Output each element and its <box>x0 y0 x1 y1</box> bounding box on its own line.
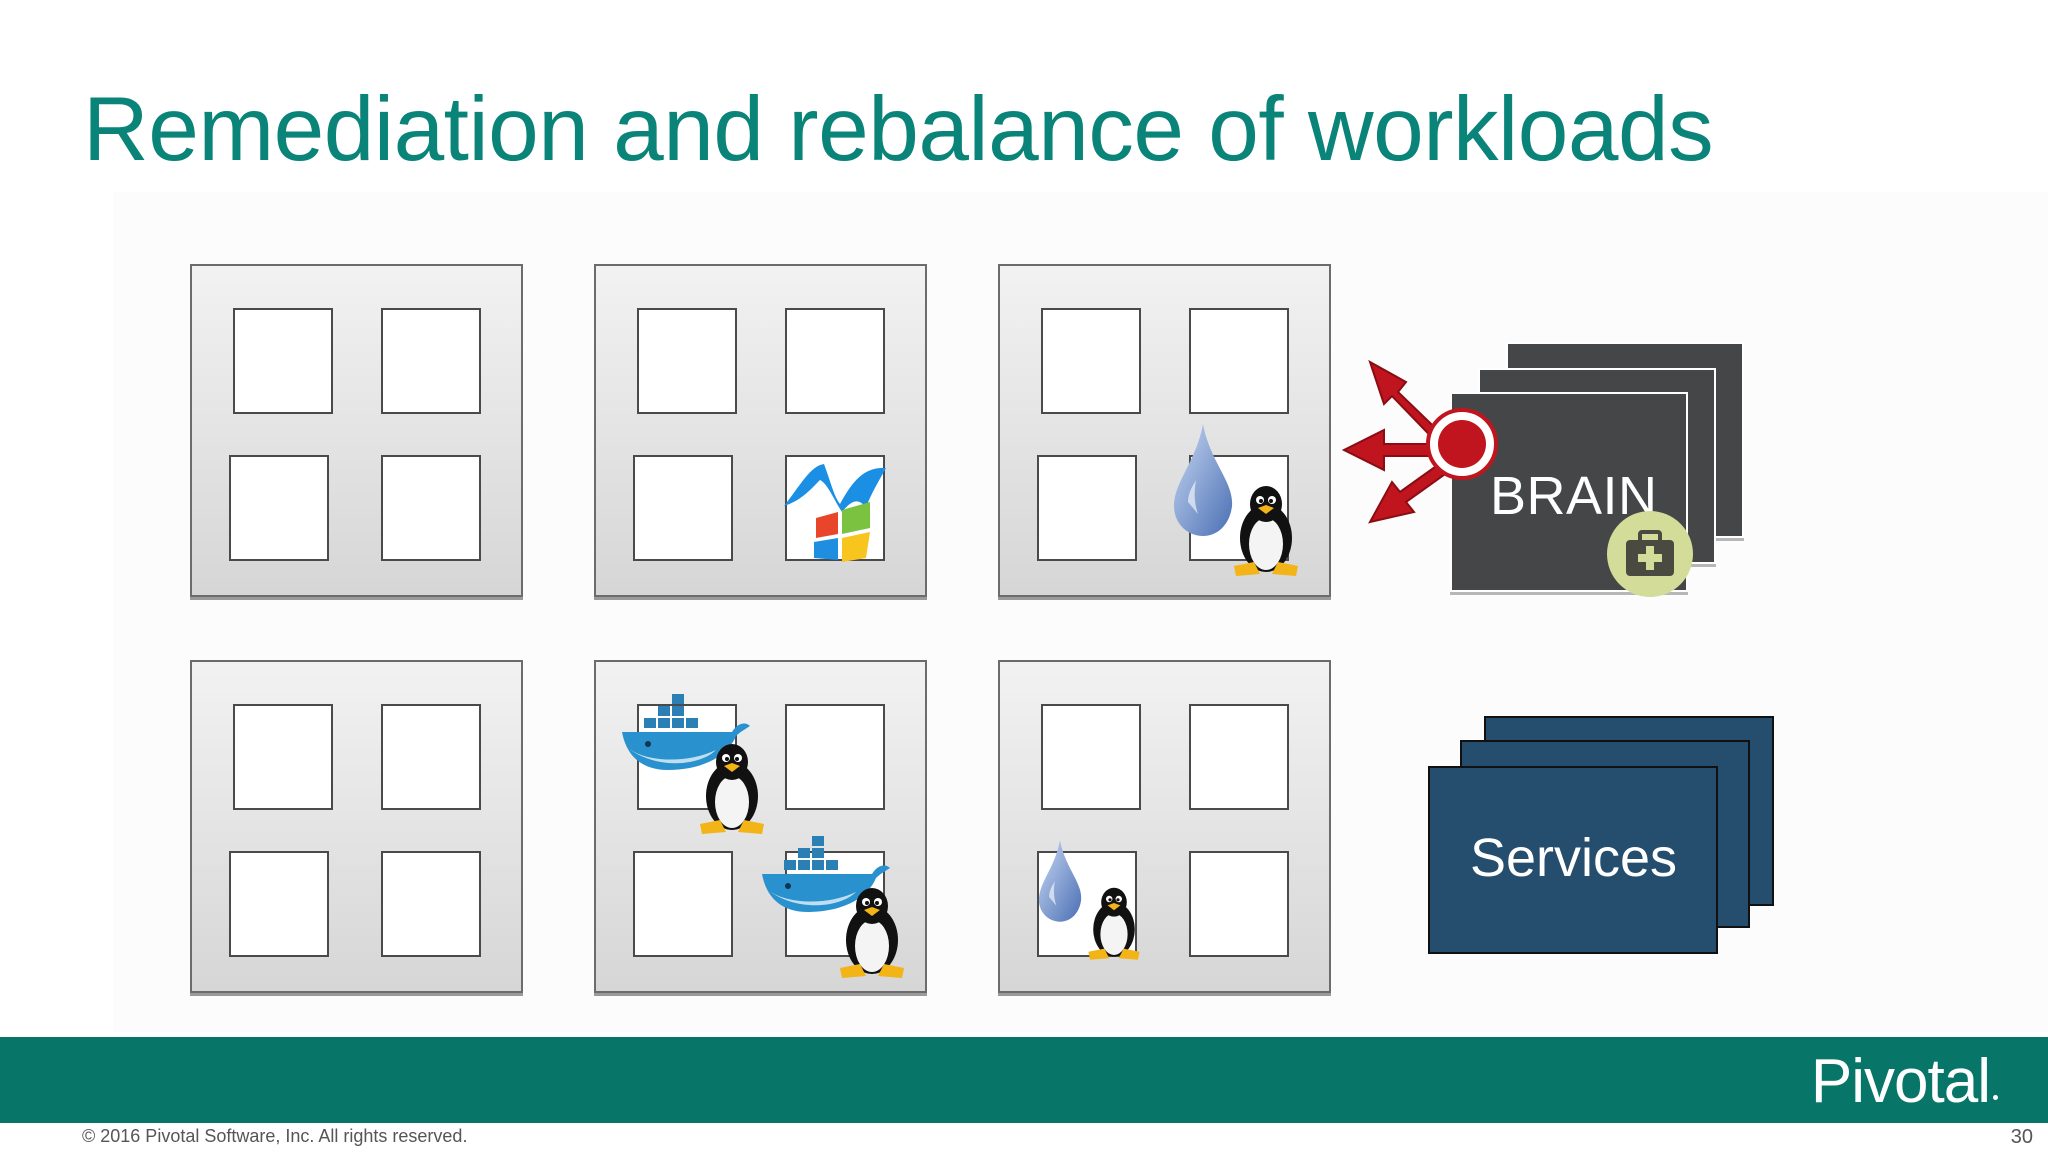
slot <box>233 704 333 810</box>
host-3 <box>998 264 1331 597</box>
water-drop-icon <box>1174 424 1233 536</box>
tux-penguin-icon <box>1088 887 1140 960</box>
slot <box>229 455 329 561</box>
slot <box>233 308 333 414</box>
slot <box>1037 455 1137 561</box>
slot <box>1041 308 1141 414</box>
slot <box>633 851 733 957</box>
water-drop-icon <box>1038 840 1082 922</box>
slot <box>785 704 885 810</box>
slot <box>637 308 737 414</box>
slot <box>633 455 733 561</box>
slot <box>785 308 885 414</box>
logo-dot <box>1993 1095 1998 1100</box>
pivotal-logo: Pivotal <box>1810 1047 1991 1116</box>
host-2 <box>594 264 927 597</box>
windows-icon <box>784 464 886 562</box>
slot <box>381 704 481 810</box>
host-1 <box>190 264 523 597</box>
host-6 <box>998 660 1331 993</box>
brain-label: BRAIN <box>1490 466 1658 526</box>
slot <box>1041 704 1141 810</box>
first-aid-kit-icon <box>1607 511 1693 597</box>
slot <box>381 455 481 561</box>
page-number: 30 <box>2010 1126 2033 1148</box>
page-title: Remediation and rebalance of workloads <box>83 79 1714 180</box>
footer-bar <box>0 1037 2048 1123</box>
docker-whale-icon <box>762 836 890 912</box>
services-card-front <box>1428 766 1718 954</box>
slot <box>1189 308 1289 414</box>
tux-penguin-icon <box>700 744 764 834</box>
copyright: © 2016 Pivotal Software, Inc. All rights… <box>82 1126 468 1146</box>
slot <box>381 851 481 957</box>
slot <box>229 851 329 957</box>
slot <box>381 308 481 414</box>
tux-penguin-icon <box>1234 486 1298 576</box>
services-label: Services <box>1469 828 1678 888</box>
host-4 <box>190 660 523 993</box>
tux-penguin-icon <box>840 888 904 978</box>
host-5 <box>594 660 927 993</box>
slot <box>1189 704 1289 810</box>
docker-whale-icon <box>622 694 750 770</box>
arrows-icon <box>1341 359 1498 524</box>
slot <box>1189 851 1289 957</box>
